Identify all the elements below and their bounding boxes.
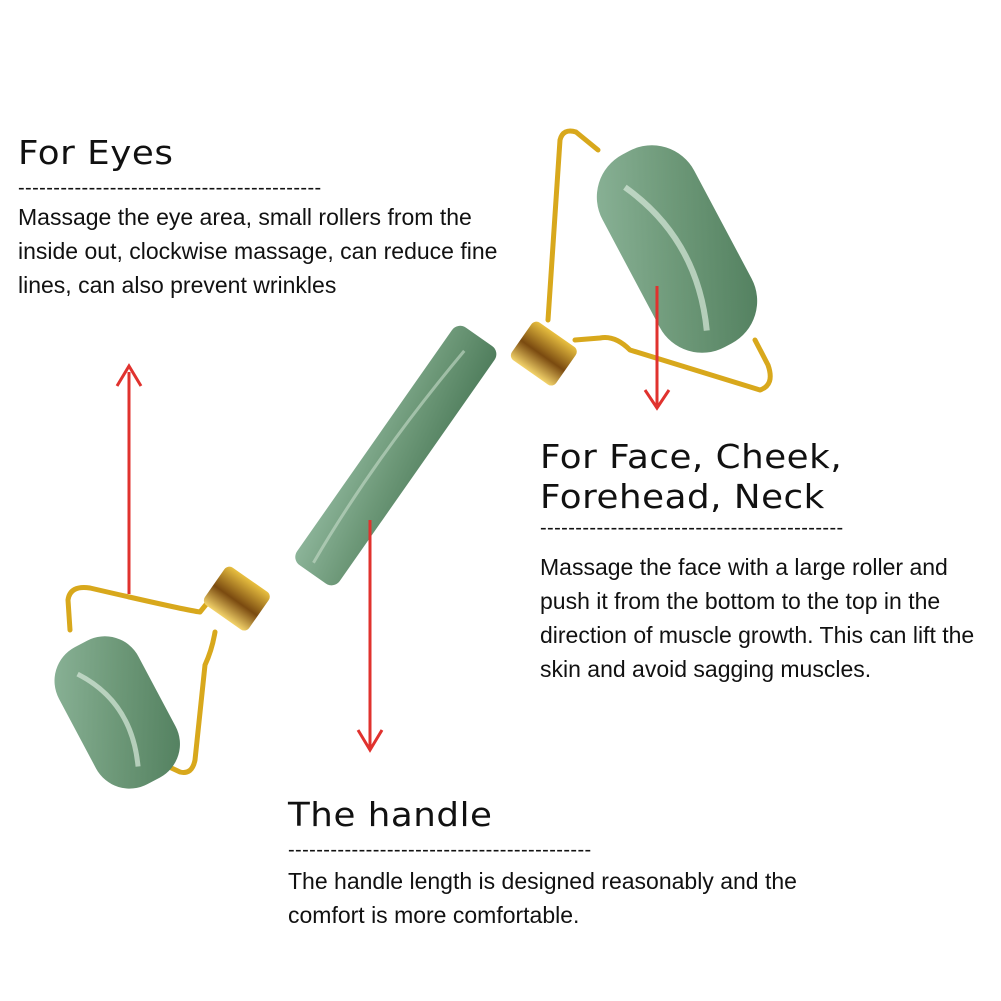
face-heading-line2: Forehead, Neck (540, 477, 825, 516)
gold-frame-large (545, 128, 773, 393)
face-heading-line1: For Face, Cheek, (540, 437, 843, 476)
arrow-up-eyes-icon (115, 363, 143, 594)
handle (295, 325, 497, 586)
eyes-description: Massage the eye area, small rollers from… (18, 204, 498, 298)
handle-description: The handle length is designed reasonably… (288, 868, 797, 928)
collar-bottom (203, 566, 270, 631)
collar-top (510, 321, 577, 386)
small-roller (54, 636, 180, 789)
handle-divider: ----------------------------------------… (288, 840, 592, 860)
eyes-divider: ----------------------------------------… (18, 178, 322, 198)
face-description: Massage the face with a large roller and… (540, 554, 975, 682)
handle-heading: The handle (288, 795, 493, 834)
gold-frame-small (65, 572, 233, 775)
eyes-heading: For Eyes (18, 133, 174, 172)
arrow-down-face-icon (643, 286, 671, 411)
arrow-down-handle-icon (356, 520, 384, 753)
face-divider: ----------------------------------------… (540, 518, 844, 538)
large-roller (596, 145, 758, 353)
